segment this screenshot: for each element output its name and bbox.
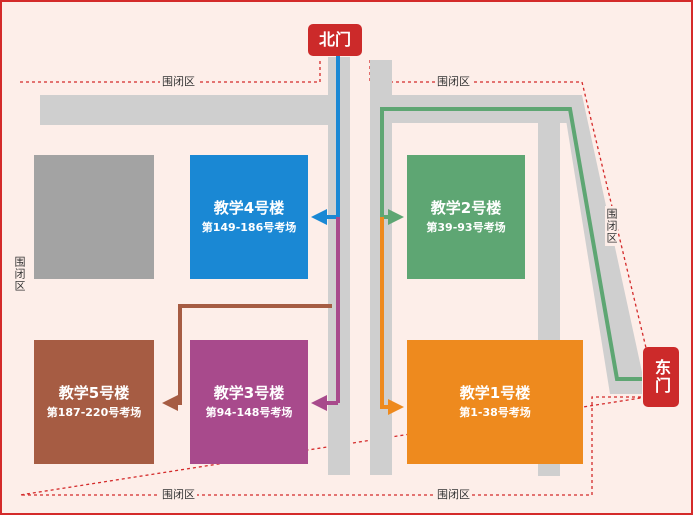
building-4-name: 教学4号楼 [213,199,285,217]
restricted-label-top-right: 围闭区 [435,75,472,88]
restricted-label-bottom-left: 围闭区 [160,488,197,501]
building-4: 教学4号楼 第149-186号考场 [190,155,308,279]
building-1-range: 第1-38号考场 [459,406,531,419]
building-3-name: 教学3号楼 [213,384,285,402]
restricted-label-right: 围闭区 [605,206,618,246]
building-5-range: 第187-220号考场 [46,406,142,419]
restricted-label-bottom-right: 围闭区 [435,488,472,501]
building-3-range: 第94-148号考场 [205,406,293,419]
route-green [380,107,642,381]
route-orange [380,217,404,415]
grey-building [34,155,154,279]
building-3: 教学3号楼 第94-148号考场 [190,340,308,464]
building-1-name: 教学1号楼 [459,384,531,402]
building-5: 教学5号楼 第187-220号考场 [34,340,154,464]
route-brown [162,304,332,411]
building-5-name: 教学5号楼 [58,384,130,402]
north-gate-label: 北门 [308,24,362,56]
restricted-label-top-left: 围闭区 [160,75,197,88]
road-top-west [40,95,338,125]
building-4-range: 第149-186号考场 [201,221,297,234]
building-2: 教学2号楼 第39-93号考场 [407,155,525,279]
building-2-name: 教学2号楼 [430,199,502,217]
east-gate-label: 东门 [643,347,679,407]
restricted-label-left: 围闭区 [13,254,26,294]
building-1: 教学1号楼 第1-38号考场 [407,340,583,464]
building-2-range: 第39-93号考场 [426,221,506,234]
